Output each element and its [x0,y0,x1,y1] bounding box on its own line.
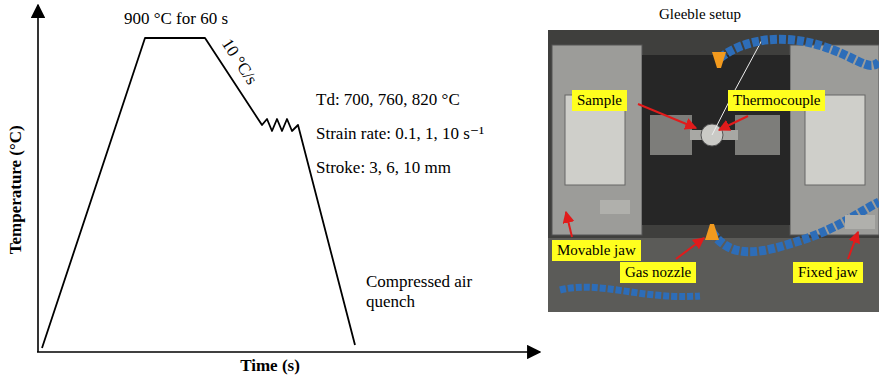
gleeble-photo [548,30,879,312]
callout-text: Movable jaw [557,242,636,258]
quench-note: Compressed air quench [366,272,491,311]
cooling-rate: 10 °C/s [217,35,261,88]
callout-label: Fixed jaw [793,262,863,283]
x-axis [37,351,540,353]
callout-text: Fixed jaw [798,264,858,280]
callout-label: Sample [572,90,627,111]
callout-label: Thermocouple [728,90,825,111]
temperature-curve [42,38,355,348]
callout-label: Movable jaw [552,240,641,261]
leader-arrows [566,104,858,259]
deformation-temperature: Td: 700, 760, 820 °C [316,90,460,110]
y-axis [37,5,39,352]
callout-text: Sample [577,92,622,108]
stroke: Stroke: 3, 6, 10 mm [316,158,451,178]
photo-title: Gleeble setup [659,6,741,23]
axis-title: Time (s) [240,356,300,376]
callout-text: Gas nozzle [625,264,691,280]
callout-label: Gas nozzle [620,262,696,283]
strain-rate: Strain rate: 0.1, 1, 10 s⁻¹ [316,124,484,144]
callout-text: Thermocouple [733,92,820,108]
hold-note: 900 °C for 60 s [124,9,228,29]
axis-title: Temperature (°C) [6,125,26,254]
